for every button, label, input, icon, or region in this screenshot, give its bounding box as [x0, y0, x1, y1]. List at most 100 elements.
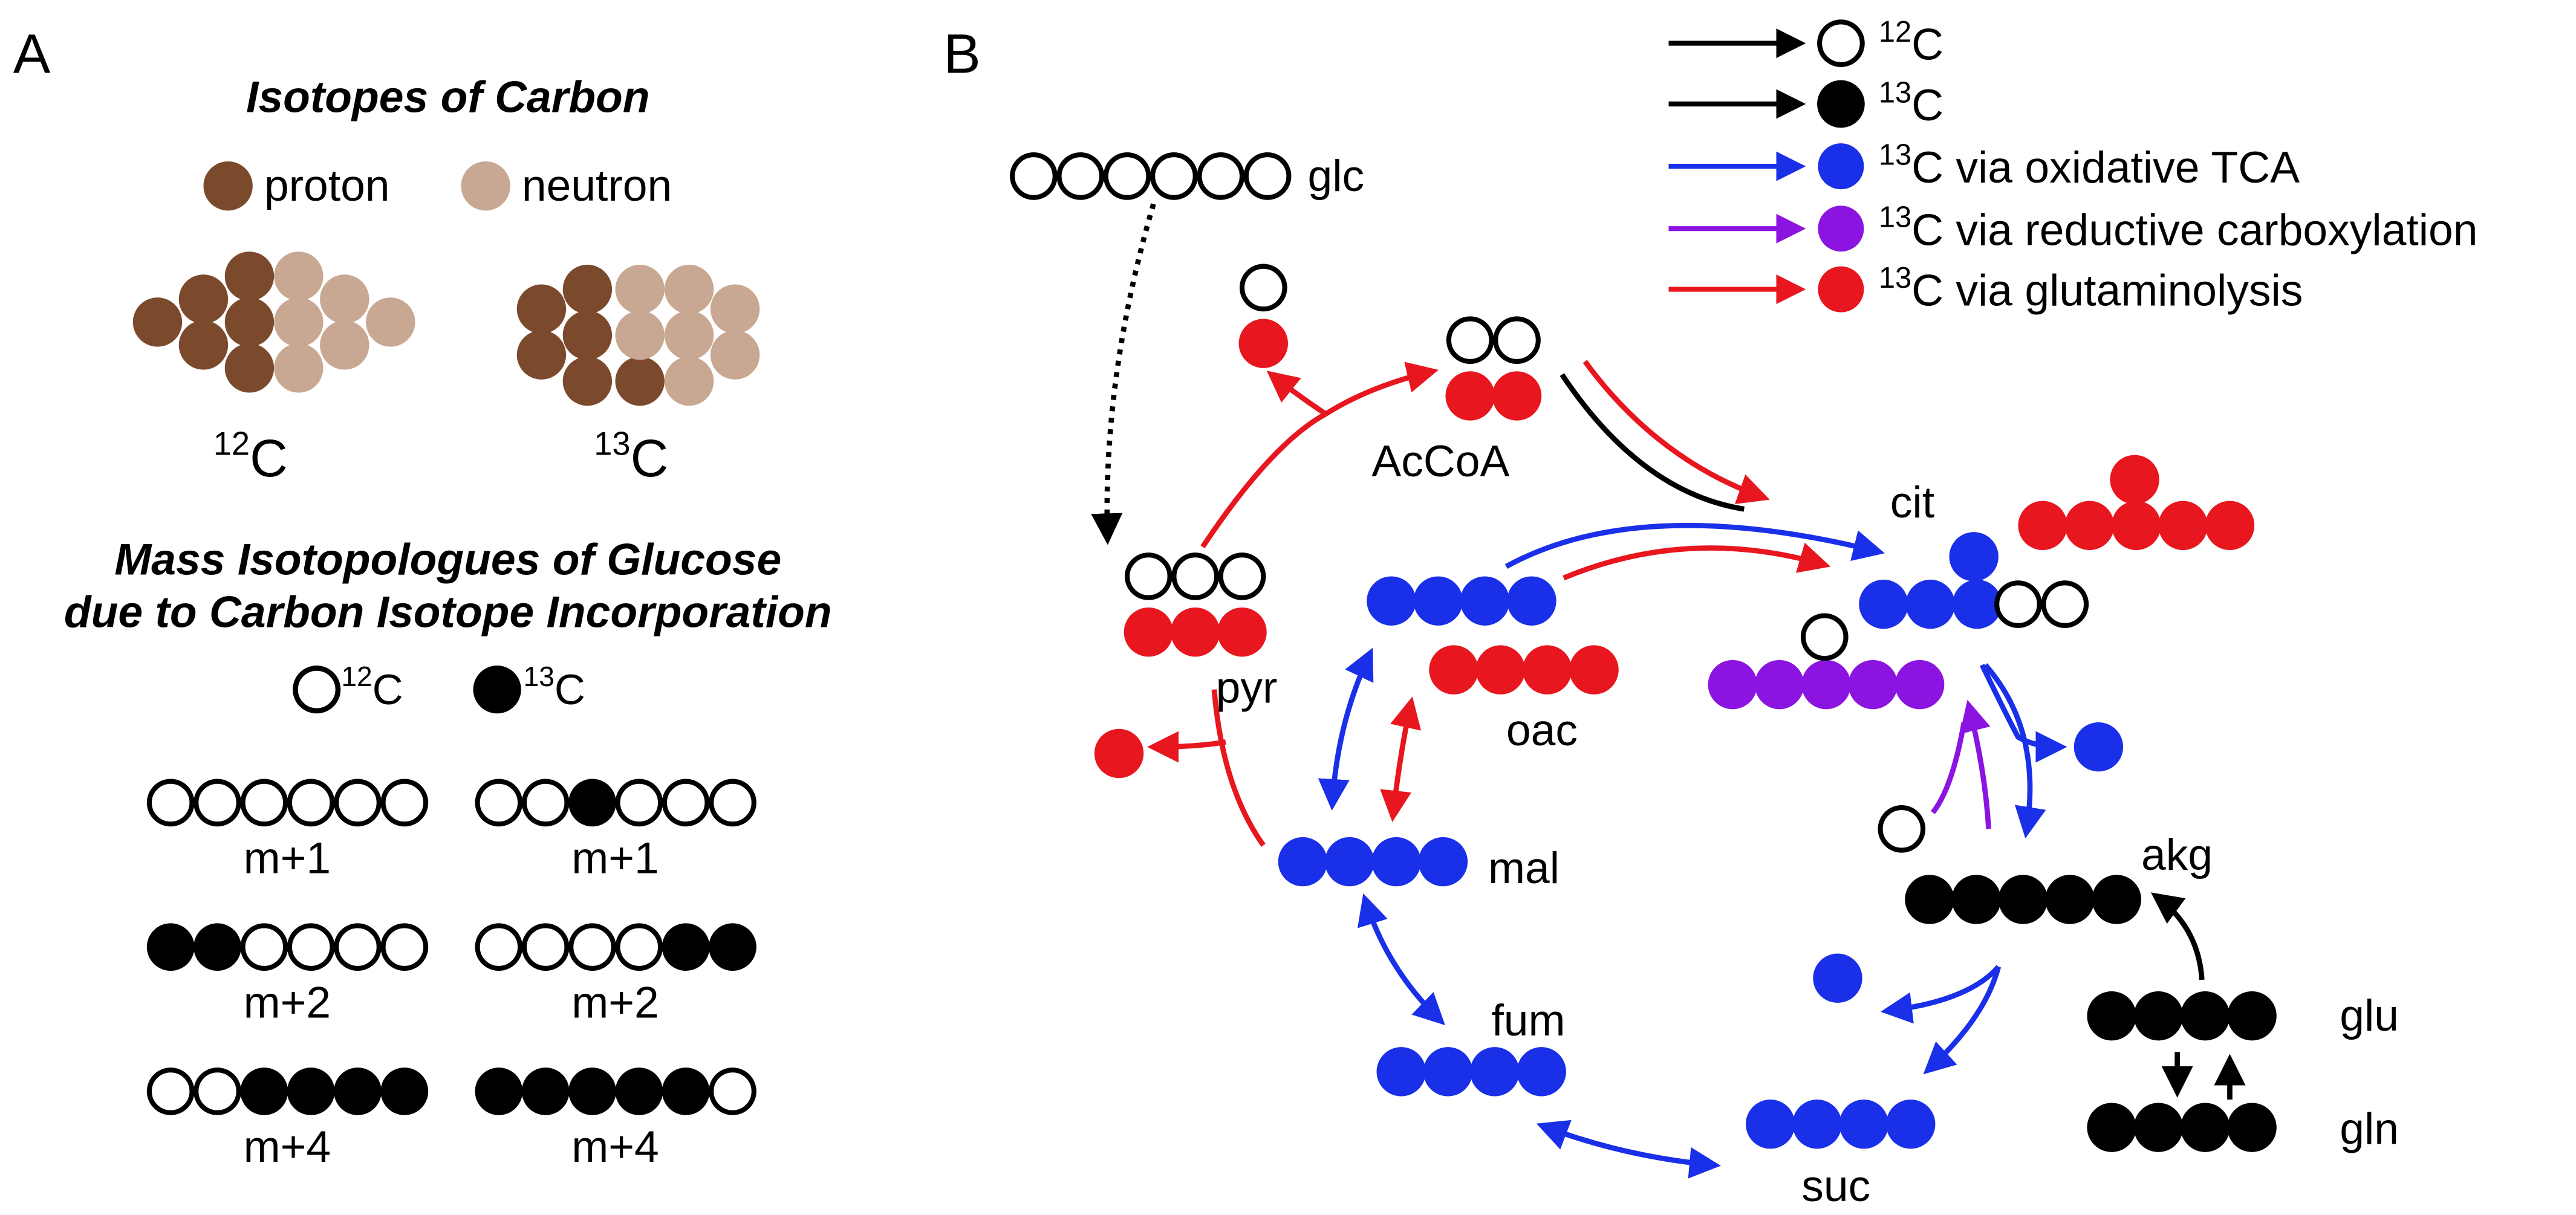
isotopologue: m+1	[146, 779, 429, 883]
panel-a-title: Isotopes of Carbon	[246, 73, 649, 122]
carbon-13-atom	[709, 923, 756, 971]
proton-particle	[224, 251, 275, 301]
carbon-12-atom	[334, 779, 382, 827]
carbon-13-atom	[2158, 501, 2208, 551]
carbon-12-atom	[1243, 152, 1292, 200]
isotopologue-label: m+4	[244, 1122, 331, 1171]
carbon-13-atom	[146, 923, 195, 971]
carbon-12-atom	[1446, 316, 1494, 364]
legend-swatch-13c	[1817, 80, 1865, 128]
legend-oxidative-text: via oxidative TCA	[1943, 143, 2300, 192]
carbon-13-atom	[1475, 645, 1526, 695]
isotopologue: m+2	[146, 923, 429, 1027]
legend-row-13c: 13C	[1668, 76, 1943, 130]
carbon-13-atom	[662, 923, 710, 971]
carbon-12-atom	[194, 779, 241, 827]
carbon-12-atom	[380, 923, 429, 971]
carbon-12-atom	[1994, 580, 2042, 628]
molecule-suc	[1746, 1100, 1936, 1149]
carbon-13-atom	[1418, 837, 1468, 887]
carbon-13-atom	[1951, 875, 2001, 924]
carbon-13-atom	[2181, 1103, 2230, 1152]
carbon-13-atom	[2133, 1103, 2184, 1152]
molecule-mal	[1278, 837, 1468, 887]
proton-particle	[132, 297, 183, 347]
carbon-12-atom	[475, 923, 523, 971]
molecule-gln	[2087, 1103, 2277, 1152]
arrow-accoa-to-cit	[1582, 360, 1770, 504]
carbon-13-atom	[568, 1068, 616, 1115]
carbon-13-atom	[380, 1068, 429, 1115]
carbon-13-atom	[2112, 501, 2161, 551]
proton-particle	[562, 356, 613, 406]
carbon-13-atom	[1839, 1100, 1889, 1149]
carbon-12-atom	[521, 923, 570, 971]
legend-label-13c: 13C	[1879, 76, 1943, 130]
molecule-oac-blue	[1367, 576, 1556, 626]
isotopologue-label: m+2	[244, 977, 331, 1027]
co2-akg-12c	[1878, 805, 1926, 853]
label-oac: oac	[1506, 705, 1578, 755]
molecule-glc	[1010, 152, 1292, 200]
carbon-12-atom	[1197, 152, 1245, 200]
label-mal: mal	[1488, 843, 1560, 893]
molecule-cit-red	[2018, 501, 2255, 551]
legend-swatch-glutaminolysis	[1818, 266, 1864, 313]
legend-13c-symbol: C	[1911, 80, 1943, 130]
co2-pyr	[1238, 319, 1288, 368]
carbon-13-atom	[1886, 1100, 1936, 1149]
carbon-13-atom	[1895, 659, 1945, 710]
legend-label-reductive: 13C via reductive carboxylation	[1879, 201, 2478, 254]
legend-row-oxidative: 13C via oxidative TCA	[1668, 138, 2300, 192]
proton-particle	[224, 343, 275, 393]
arrow-mal-branch	[1211, 689, 1266, 847]
carbon-13-atom	[2064, 501, 2115, 551]
carbon-13-label: 13C	[594, 426, 668, 488]
isotopologue: m+4	[146, 1068, 429, 1171]
label-gln: gln	[2340, 1104, 2399, 1153]
arrow-suc-fum	[1536, 1119, 1721, 1179]
carbon-12-atom	[475, 779, 523, 827]
carbon-12-atom	[615, 923, 663, 971]
neutron-particle	[615, 264, 665, 314]
carbon-13-atom	[2227, 991, 2277, 1041]
carbon-13-atom	[1517, 1047, 1566, 1097]
carbon-12-atom	[240, 779, 288, 827]
legend-12c-symbol: C	[1911, 20, 1943, 70]
carbon-13-atom	[1429, 645, 1478, 695]
neutron-particle	[710, 284, 760, 334]
carbon-12-atom	[1171, 552, 1220, 600]
arrow-akg-to-co2	[1881, 965, 2001, 1024]
carbon-12-atom	[1056, 152, 1105, 200]
carbon-13-swatch	[473, 666, 521, 714]
arrow-co2-to-cit	[1930, 722, 1967, 814]
label-pyr: pyr	[1216, 663, 1278, 712]
molecule-accoa-12c	[1446, 316, 1541, 364]
molecule-pyr-12c	[1125, 552, 1266, 600]
isotopologue-label: m+4	[571, 1122, 659, 1171]
isotopologue: m+1	[475, 779, 756, 883]
proton-particle	[615, 356, 665, 406]
co2-pyr-12c	[1239, 264, 1287, 312]
neutron-particle	[320, 320, 369, 370]
carbon-12-atom	[1878, 805, 1926, 853]
carbon-13-atom	[1367, 576, 1416, 626]
arrow-accoa-black	[1560, 373, 1745, 512]
label-glu: glu	[2340, 991, 2399, 1040]
carbon-13-atom	[1507, 576, 1556, 626]
arrow-pyr-to-accoa	[1324, 361, 1439, 416]
carbon-13-atom	[2073, 722, 2124, 772]
carbon-13-atom	[1905, 875, 1954, 924]
carbon-12-label: 12C	[213, 426, 288, 488]
carbon-12-atom	[1125, 552, 1173, 600]
carbon-13-atom	[521, 1068, 570, 1115]
carbon-13-atom	[1746, 1100, 1795, 1149]
molecule-accoa	[1445, 371, 1542, 421]
proton-particle	[516, 330, 567, 380]
legend-swatch-reductive	[1818, 206, 1864, 252]
label-accoa: AcCoA	[1371, 436, 1509, 486]
carbon-13-mass: 13	[594, 426, 630, 462]
carbon-legend-13-symbol: C	[555, 666, 585, 713]
